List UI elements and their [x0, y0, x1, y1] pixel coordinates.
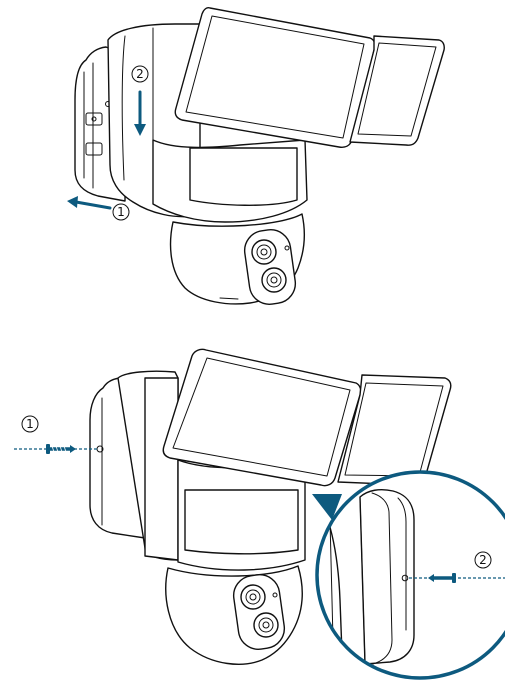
top-arrows — [67, 90, 146, 210]
arrow-remove-left — [74, 200, 112, 210]
svg-text:2: 2 — [479, 553, 487, 567]
svg-text:1: 1 — [26, 417, 34, 431]
marker-bottom-left-screw: 1 — [21, 415, 39, 433]
svg-text:2: 2 — [136, 67, 144, 81]
camera-main-body — [107, 23, 308, 223]
svg-text:1: 1 — [117, 205, 125, 219]
zoom-pointer — [312, 494, 342, 520]
bottom-floodlight-panels — [162, 348, 452, 487]
camera-dome — [169, 213, 306, 305]
bottom-illustration: 1 2 — [14, 348, 505, 680]
bottom-camera-body — [117, 370, 306, 571]
marker-top-remove-cover: 1 — [112, 203, 130, 221]
marker-bottom-right-screw: 2 — [474, 551, 492, 569]
bottom-camera-dome — [165, 565, 303, 665]
floodlight-panels — [174, 7, 445, 148]
bottom-left-screw — [14, 444, 99, 454]
top-illustration: 2 1 — [67, 7, 445, 305]
marker-top-slide-down: 2 — [131, 65, 149, 83]
